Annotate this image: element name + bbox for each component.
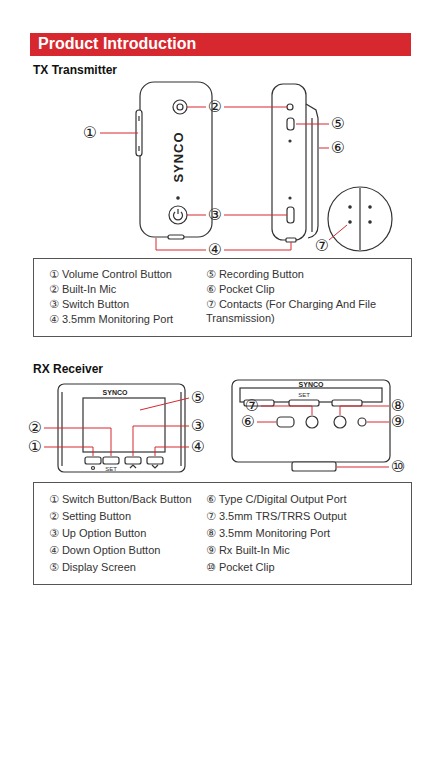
tx-switch bbox=[169, 206, 187, 224]
legend-entry: ④ Down Option Button bbox=[49, 543, 204, 557]
legend-table: ① Volume Control Button② Built-In Mic③ S… bbox=[33, 258, 412, 337]
legend-entry: ⑥ Type C/Digital Output Port bbox=[206, 492, 406, 506]
usb-c-port bbox=[277, 417, 294, 427]
callout-number: ⑦ bbox=[315, 238, 329, 254]
callout-number: ③ bbox=[208, 207, 222, 223]
callout-number: ⑩ bbox=[391, 459, 405, 475]
callout-number: ④ bbox=[191, 439, 205, 455]
callout-number: ② bbox=[28, 420, 42, 436]
legend-entry: ③ Up Option Button bbox=[49, 526, 204, 540]
callout-number: ⑥ bbox=[331, 140, 345, 156]
record-button bbox=[287, 118, 294, 130]
callout-number: ⑤ bbox=[191, 390, 205, 406]
callout-number: ⑥ bbox=[241, 414, 255, 430]
page-title: Product Introduction bbox=[38, 35, 196, 53]
brand-logo: SYNCO bbox=[103, 389, 128, 396]
legend-entry: ⑦ 3.5mm TRS/TRRS Output bbox=[206, 509, 406, 523]
brand-logo: SYNCO bbox=[299, 381, 324, 388]
callout-number: ④ bbox=[208, 242, 222, 258]
tx-mic bbox=[173, 100, 187, 114]
monitor-jack bbox=[334, 416, 346, 428]
legend-entry: ⑩ Pocket Clip bbox=[206, 560, 406, 574]
rx-clip bbox=[292, 462, 336, 471]
legend-entry: ③ Switch Button bbox=[49, 297, 199, 311]
legend-entry: ⑦ Contacts (For Charging And File Transm… bbox=[206, 297, 406, 325]
receiver-top bbox=[232, 380, 390, 462]
callout-number: ⑤ bbox=[331, 116, 345, 132]
legend-entry: ⑥ Pocket Clip bbox=[206, 282, 406, 296]
contacts-inset bbox=[328, 187, 392, 251]
brand-logo: SYNCO bbox=[172, 131, 185, 182]
display-screen bbox=[83, 398, 165, 452]
callout-number: ⑧ bbox=[391, 398, 405, 414]
section-heading: TX Transmitter bbox=[33, 63, 117, 77]
button-label: SET bbox=[105, 466, 117, 472]
legend-entry: ⑤ Display Screen bbox=[49, 560, 204, 574]
callout-number: ③ bbox=[191, 418, 205, 434]
rx-mic bbox=[358, 418, 366, 426]
legend-entry: ⑤ Recording Button bbox=[206, 267, 406, 281]
legend-entry: ① Volume Control Button bbox=[49, 267, 199, 281]
section-heading: RX Receiver bbox=[33, 362, 103, 376]
callout-number: ② bbox=[208, 99, 222, 115]
legend-entry: ② Setting Button bbox=[49, 509, 204, 523]
legend-table: ① Switch Button/Back Button ② Setting But… bbox=[33, 482, 412, 585]
callout-number: ① bbox=[83, 125, 97, 141]
legend-entry: ② Built-In Mic bbox=[49, 282, 199, 296]
legend-entry: ⑧ 3.5mm Monitoring Port bbox=[206, 526, 406, 540]
callout-number: ① bbox=[28, 439, 42, 455]
output-jack bbox=[306, 416, 318, 428]
legend-entry: ④ 3.5mm Monitoring Port bbox=[49, 312, 199, 326]
transmitter-body bbox=[140, 82, 212, 237]
callout-number: ⑨ bbox=[391, 414, 405, 430]
legend-entry: ① Switch Button/Back Button bbox=[49, 492, 204, 506]
legend-entry: ⑨ Rx Built-In Mic bbox=[206, 543, 406, 557]
button-label: SET bbox=[298, 392, 310, 398]
callout-number: ⑦ bbox=[245, 398, 259, 414]
